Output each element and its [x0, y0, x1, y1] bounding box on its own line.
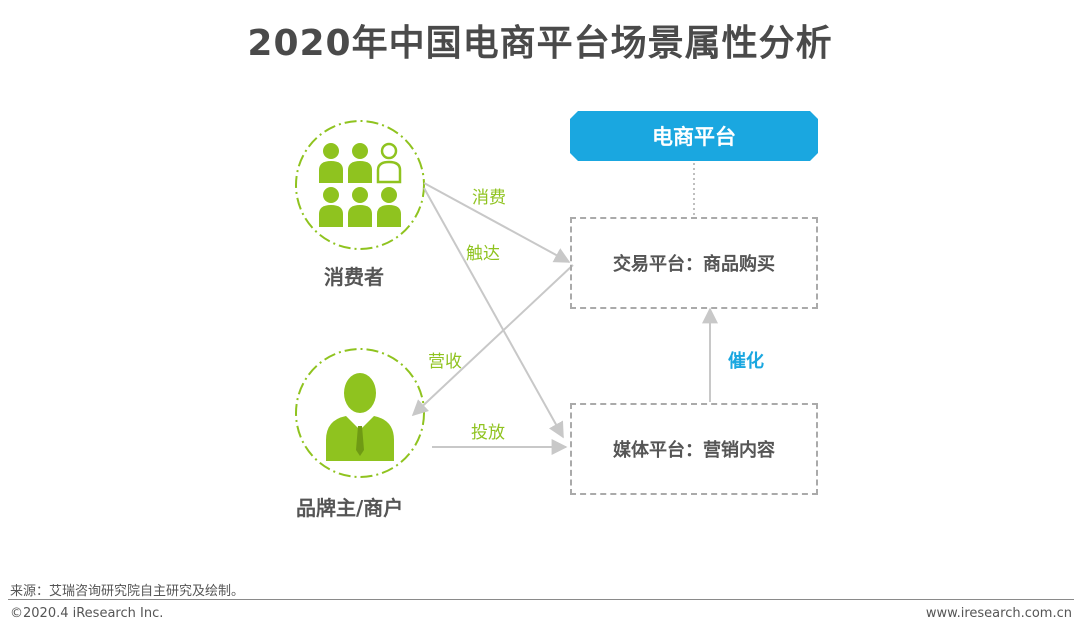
edge-label-catalyze: 催化	[728, 351, 764, 372]
businessman-icon	[326, 373, 394, 461]
page-title: 2020年中国电商平台场景属性分析	[247, 23, 833, 64]
edge-label-consume: 消费	[472, 188, 506, 208]
media-platform-label: 媒体平台：营销内容	[613, 440, 775, 461]
trade-platform-box: 交易平台：商品购买	[570, 217, 818, 309]
merchant-node	[295, 348, 425, 478]
edge-label-reach: 触达	[466, 244, 500, 264]
copyright-text: ©2020.4 iResearch Inc.	[10, 606, 164, 621]
arrow-consumer-to-media	[423, 187, 564, 439]
trade-platform-label: 交易平台：商品购买	[613, 254, 775, 275]
media-platform-box: 媒体平台：营销内容	[570, 403, 818, 495]
source-note: 来源：艾瑞咨询研究院自主研究及绘制。	[10, 584, 245, 599]
arrow-trade-to-merchant	[411, 264, 574, 417]
platform-header: 电商平台	[570, 111, 818, 161]
edge-label-place: 投放	[471, 423, 505, 443]
arrow-consumer-to-trade	[423, 182, 571, 263]
consumer-label: 消费者	[324, 265, 384, 289]
website-link[interactable]: www.iresearch.com.cn	[925, 606, 1072, 621]
edge-label-revenue: 营收	[428, 352, 462, 372]
people-group-icon	[319, 142, 402, 227]
merchant-label: 品牌主/商户	[296, 496, 404, 520]
consumer-node	[295, 120, 425, 250]
platform-header-label: 电商平台	[652, 125, 736, 149]
footer-divider	[8, 599, 1074, 600]
arrows	[411, 182, 718, 455]
